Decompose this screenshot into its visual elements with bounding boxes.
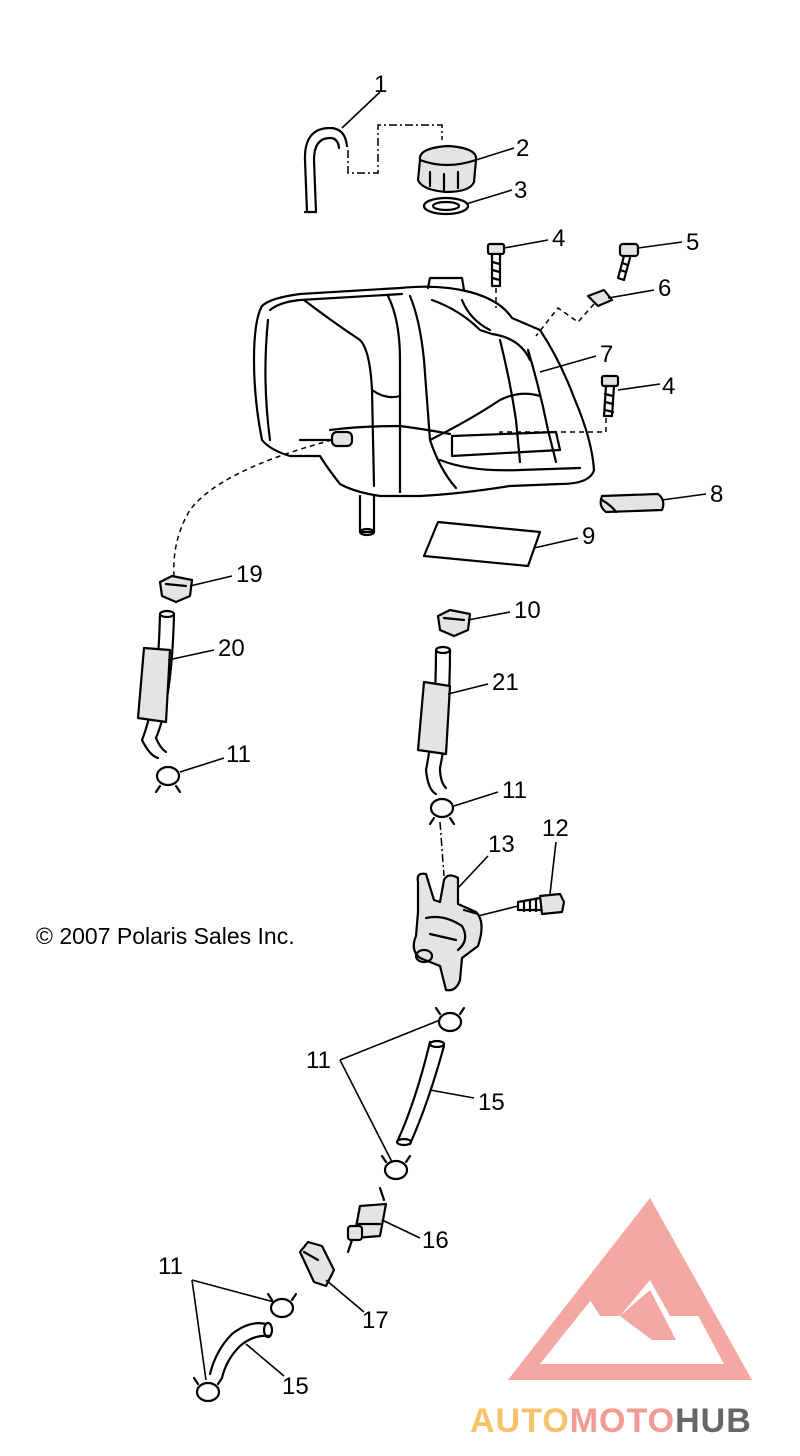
leader-11-c-upper: [339, 1019, 441, 1061]
callout-11-a: 11: [226, 741, 251, 768]
tank-outlet-nozzle: [358, 494, 376, 537]
callout-11-d: 11: [158, 1253, 183, 1280]
hose-clip-part-11-e: [266, 1292, 298, 1319]
callout-labels: 1 2 3 4 5 6 7 4 8 9 19 20 11 10 21 11 12…: [158, 71, 723, 1400]
leader-21: [447, 683, 489, 695]
fuel-valve-part-13: [412, 872, 483, 992]
bolt-part-4-upper: [486, 242, 506, 288]
fuel-cap-part-2: [416, 144, 478, 194]
leader-4-lower: [617, 383, 661, 391]
callout-12: 12: [542, 815, 569, 842]
watermark-word: AUTOMOTOHUB: [470, 1402, 752, 1440]
callout-6: 6: [658, 275, 671, 302]
leader-11-a: [179, 757, 225, 773]
hose-clip-part-11-d: [380, 1154, 412, 1181]
hose-clip-part-11-a: [154, 765, 182, 794]
leader-6: [607, 289, 655, 299]
callout-15-b: 15: [282, 1373, 309, 1400]
fuel-tank-part-7: [252, 276, 596, 498]
callout-21: 21: [492, 669, 519, 696]
callout-3: 3: [514, 177, 527, 204]
vent-hose-part-1: [303, 126, 349, 214]
clamp-part-10: [436, 608, 472, 638]
leader-15-a: [429, 1089, 475, 1099]
leader-4-upper: [503, 239, 549, 249]
leader-12: [549, 841, 557, 895]
fuel-filter-part-16: [346, 1186, 388, 1254]
connection-line-tank-19: [173, 439, 333, 577]
leader-11-c-lower: [339, 1059, 393, 1163]
callout-20: 20: [218, 635, 245, 662]
callout-1: 1: [374, 71, 387, 98]
callout-16: 16: [422, 1227, 449, 1254]
copyright-text: © 2007 Polaris Sales Inc.: [36, 923, 295, 949]
washer-part-6: [586, 288, 614, 308]
connection-line-12-13: [477, 905, 519, 917]
clamp-part-19: [158, 574, 194, 604]
callout-17: 17: [362, 1307, 389, 1334]
leader-17: [325, 1279, 365, 1313]
callout-7: 7: [600, 341, 613, 368]
cap-gasket-part-3: [422, 196, 470, 216]
callout-10: 10: [514, 597, 541, 624]
connection-line-4-lower: [499, 418, 607, 438]
hose-part-20: [136, 609, 176, 760]
hose-clip-part-11-f: [192, 1376, 224, 1403]
leader-2: [475, 147, 515, 161]
decal-part-9: [422, 520, 542, 568]
callout-2: 2: [516, 135, 529, 162]
leader-9: [533, 537, 579, 549]
leader-8: [661, 493, 707, 501]
connection-line-1-2: [347, 124, 443, 174]
fuel-hose-part-15-a: [395, 1039, 446, 1147]
callout-13: 13: [488, 831, 515, 858]
leader-11-d-right: [191, 1279, 275, 1303]
leader-7: [539, 355, 597, 373]
fuel-hose-part-15-b: [208, 1321, 274, 1380]
leader-15-b: [245, 1343, 285, 1377]
tank-fitting: [330, 430, 354, 448]
callout-11-b: 11: [502, 777, 527, 804]
clip-part-17: [298, 1240, 336, 1288]
pad-part-8: [599, 492, 665, 514]
leader-10: [467, 611, 511, 621]
hose-clip-part-11-c: [434, 1006, 466, 1033]
bolt-part-4-lower: [600, 374, 620, 418]
callout-4-upper: 4: [552, 225, 565, 252]
bolt-part-12: [516, 892, 566, 916]
connection-line-6-7: [535, 303, 595, 337]
leader-11-b: [453, 791, 499, 807]
leader-13: [457, 855, 489, 889]
hose-part-21: [416, 645, 452, 796]
callout-15-a: 15: [478, 1089, 505, 1116]
connection-line-11-13: [439, 821, 445, 877]
hose-clip-part-11-b: [428, 797, 456, 826]
callout-5: 5: [686, 229, 699, 256]
automotohub-watermark-logo: [508, 1198, 752, 1380]
leader-19: [189, 575, 233, 587]
callout-9: 9: [582, 523, 595, 550]
leader-20: [167, 649, 215, 661]
callout-11-c: 11: [306, 1047, 331, 1074]
leader-3: [465, 189, 513, 205]
callout-4-lower: 4: [662, 373, 675, 400]
leader-16: [381, 1219, 421, 1239]
screw-part-5: [616, 242, 640, 282]
callout-19: 19: [236, 561, 263, 588]
leader-1: [341, 91, 381, 129]
callout-8: 8: [710, 481, 723, 508]
leader-11-d-left: [191, 1279, 207, 1381]
leader-5: [637, 241, 683, 249]
